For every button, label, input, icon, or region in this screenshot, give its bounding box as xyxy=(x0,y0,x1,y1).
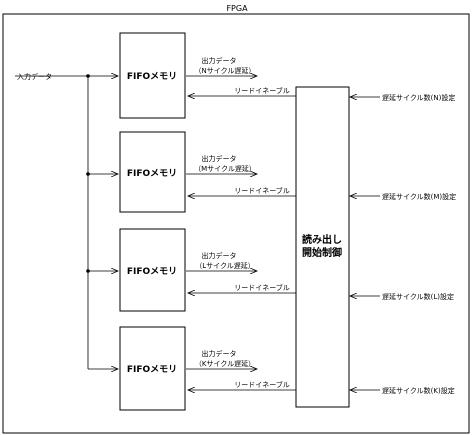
fifo-box xyxy=(119,326,186,411)
read-enable-label: リードイネーブル xyxy=(234,186,290,195)
output-data-label: 出力データ xyxy=(202,349,237,358)
output-data-label: 出力データ xyxy=(202,251,237,260)
controller-label-line1: 読み出し xyxy=(302,233,342,246)
read-enable-label: リードイネーブル xyxy=(234,380,290,389)
fifo-box xyxy=(119,32,186,119)
read-enable-label: リードイネーブル xyxy=(234,86,290,95)
read-enable-label: リードイネーブル xyxy=(234,283,290,292)
delay-setting-label: 遅延サイクル数(L)設定 xyxy=(382,292,454,301)
output-delay-label: （Lサイクル遅延） xyxy=(195,261,255,270)
delay-setting-label: 遅延サイクル数(M)設定 xyxy=(382,192,456,201)
output-data-label: 出力データ xyxy=(202,154,237,163)
input-data-label: 入力データ xyxy=(17,72,52,81)
fpga-title: FPGA xyxy=(226,4,248,13)
read-start-controller xyxy=(295,86,350,408)
output-delay-label: （Kサイクル遅延） xyxy=(195,359,255,368)
controller-label-line2: 開始制御 xyxy=(302,246,342,259)
output-delay-label: （Mサイクル遅延） xyxy=(194,164,256,173)
fifo-label: FIFOメモリ xyxy=(127,364,177,375)
output-delay-label: （Nサイクル遅延） xyxy=(195,66,256,75)
fifo-label: FIFOメモリ xyxy=(127,168,177,179)
output-data-label: 出力データ xyxy=(202,56,237,65)
junction-dot xyxy=(86,74,90,78)
delay-setting-label: 遅延サイクル数(N)設定 xyxy=(382,93,455,102)
fifo-box xyxy=(119,228,186,312)
fifo-label: FIFOメモリ xyxy=(127,266,177,277)
fpga-boundary xyxy=(2,13,470,434)
fifo-label: FIFOメモリ xyxy=(127,71,177,82)
fifo-box xyxy=(119,131,186,213)
delay-setting-label: 遅延サイクル数(K)設定 xyxy=(382,386,455,395)
